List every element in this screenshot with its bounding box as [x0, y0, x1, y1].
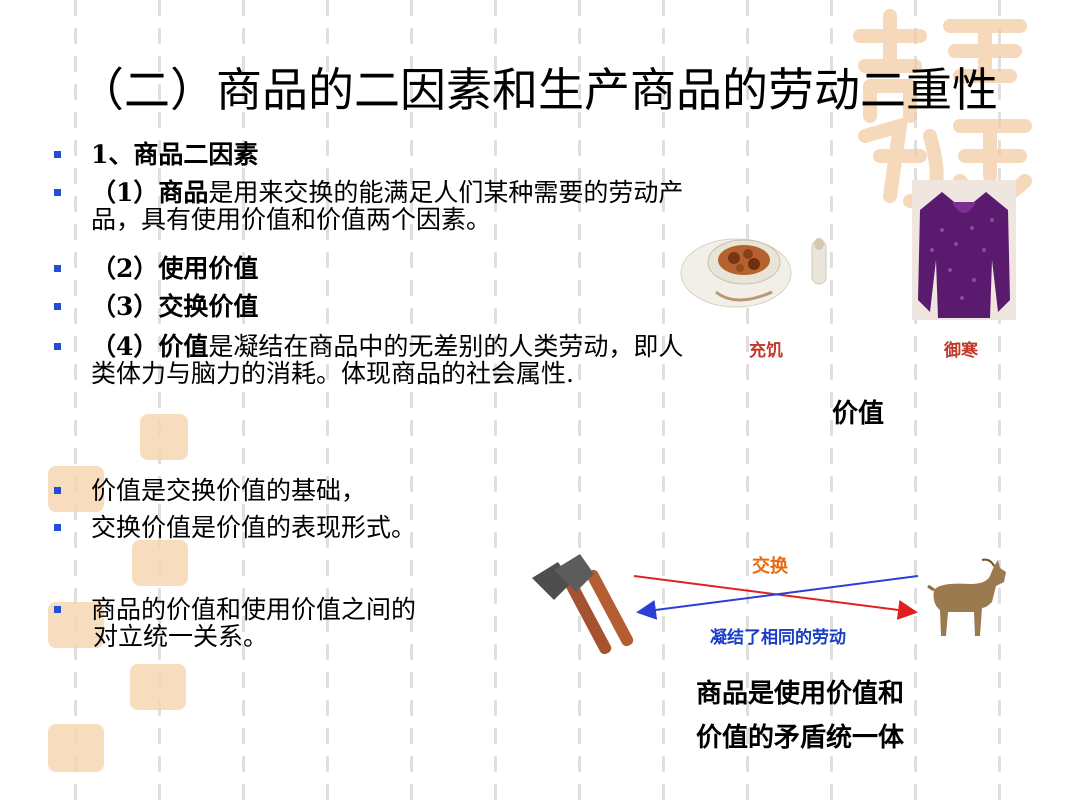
- conclusion-line: 商品是使用价值和: [696, 679, 905, 709]
- slide-title: （二）商品的二因素和生产商品的劳动二重性: [78, 63, 998, 117]
- seal-stamp-small-3: [132, 540, 188, 586]
- value-label: 价值: [832, 399, 885, 429]
- conclusion-text: 商品是使用价值和 价值的矛盾统一体: [696, 672, 904, 760]
- bullet-definition: 是凝结在商品中的无差别的人类劳动，即人类体力与脑力的消耗。体现商品的社会属性.: [91, 332, 684, 388]
- goat-image: [920, 556, 1010, 640]
- bullet-text: （3）交换价值: [91, 292, 259, 321]
- bullet-marker: [54, 487, 61, 494]
- bullet-bold-term: （1）商品: [91, 178, 209, 207]
- bullet-line: 对立统一关系。: [93, 622, 269, 651]
- bullet-marker: [54, 524, 61, 531]
- bullet-marker: [54, 606, 61, 613]
- coat-caption: 御寒: [944, 341, 978, 361]
- bullet-line: 商品的价值和使用价值之间的: [91, 595, 417, 624]
- food-bowl-image: [676, 218, 836, 318]
- bullet-text: （1）商品是用来交换的能满足人们某种需要的劳动产品，具有使用价值和价值两个因素。: [91, 179, 731, 233]
- bullet-marker: [54, 151, 61, 158]
- axes-image: [528, 548, 644, 660]
- bullet-text: 1、商品二因素: [91, 140, 259, 169]
- seal-stamp-small-6: [48, 724, 104, 772]
- exchange-label: 交换: [752, 556, 788, 577]
- coat-image: [912, 180, 1016, 320]
- bullet-text: 商品的价值和使用价值之间的 对立统一关系。: [91, 596, 711, 650]
- seal-stamp-large: [840, 6, 1040, 216]
- bullet-text: 交换价值是价值的表现形式。: [91, 513, 417, 542]
- bullet-definition: 是用来交换的能满足人们某种需要的劳动产品，具有使用价值和价值两个因素。: [91, 178, 684, 234]
- bullet-bold-term: （4）价值: [91, 332, 209, 361]
- conclusion-line: 价值的矛盾统一体: [696, 723, 905, 753]
- bullet-text: （4）价值是凝结在商品中的无差别的人类劳动，即人类体力与脑力的消耗。体现商品的社…: [91, 333, 706, 387]
- bullet-text: （2）使用价值: [91, 254, 259, 283]
- bullet-text: 价值是交换价值的基础，: [91, 476, 367, 505]
- bullet-marker: [54, 265, 61, 272]
- seal-stamp-small-1: [140, 414, 188, 460]
- labor-label: 凝结了相同的劳动: [710, 628, 846, 648]
- bullet-marker: [54, 189, 61, 196]
- bullet-marker: [54, 303, 61, 310]
- exchange-arrows: [632, 568, 922, 620]
- bullet-marker: [54, 343, 61, 350]
- seal-stamp-small-5: [130, 664, 186, 710]
- food-caption: 充饥: [749, 341, 783, 361]
